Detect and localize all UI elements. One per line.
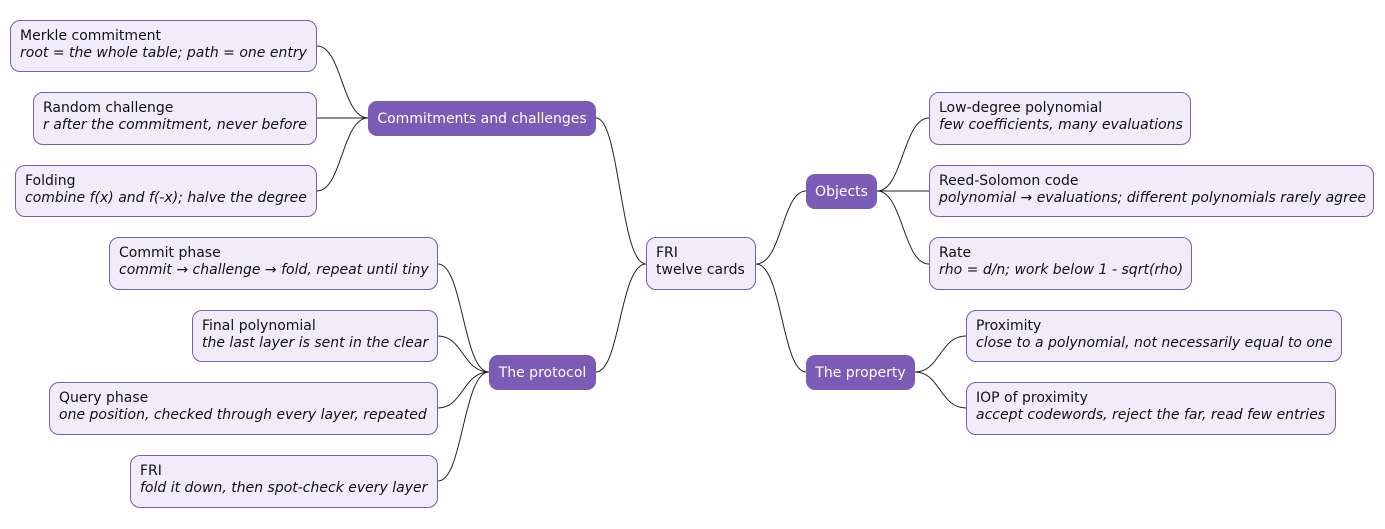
card-title: Merkle commitment xyxy=(20,28,162,44)
card-title: IOP of proximity xyxy=(976,390,1088,406)
link-protocol-query xyxy=(437,371,490,409)
link-root-protocol xyxy=(595,263,647,373)
card-rate: Rate rho = d/n; work below 1 - sqrt(rho) xyxy=(929,237,1192,290)
card-title: Commit phase xyxy=(119,245,221,261)
card-merkle-commitment: Merkle commitment root = the whole table… xyxy=(10,20,317,72)
link-property-proximity xyxy=(914,335,967,373)
link-protocol-fri xyxy=(437,371,490,482)
hub-the-property: The property xyxy=(806,355,915,390)
card-description: few coefficients, many evaluations xyxy=(939,116,1183,133)
card-description: fold it down, then spot-check every laye… xyxy=(140,479,428,496)
card-query-phase: Query phase one position, checked throug… xyxy=(49,382,438,435)
card-title: Query phase xyxy=(59,390,149,406)
link-protocol-commit xyxy=(437,263,490,373)
card-description: one position, checked through every laye… xyxy=(59,406,427,423)
card-description: polynomial → evaluations; different poly… xyxy=(939,189,1367,206)
link-commitments-merkle xyxy=(316,45,369,119)
hub-the-protocol: The protocol xyxy=(489,355,596,390)
link-root-commitments xyxy=(595,117,647,265)
card-title: Folding xyxy=(25,173,76,189)
card-proximity: Proximity close to a polynomial, not nec… xyxy=(966,310,1342,362)
link-objects-rate xyxy=(876,190,930,265)
card-low-degree-polynomial: Low-degree polynomial few coefficients, … xyxy=(929,92,1191,145)
link-protocol-final xyxy=(437,335,490,373)
card-description: combine f(x) and f(-x); halve the degree xyxy=(25,189,307,206)
card-title: Final polynomial xyxy=(202,318,316,334)
card-title: Random challenge xyxy=(43,100,174,116)
card-description: rho = d/n; work below 1 - sqrt(rho) xyxy=(939,261,1184,278)
card-final-polynomial: Final polynomial the last layer is sent … xyxy=(192,310,438,362)
card-description: r after the commitment, never before xyxy=(43,116,307,133)
hub-commitments-and-challenges: Commitments and challenges xyxy=(368,101,596,136)
link-root-property xyxy=(755,263,807,373)
root-card: FRI twelve cards xyxy=(646,237,756,290)
card-title: FRI xyxy=(140,463,162,479)
card-fri: FRI fold it down, then spot-check every … xyxy=(130,455,438,508)
link-commitments-folding xyxy=(316,117,369,192)
card-random-challenge: Random challenge r after the commitment,… xyxy=(33,92,317,145)
card-folding: Folding combine f(x) and f(-x); halve th… xyxy=(15,165,317,217)
card-title: Low-degree polynomial xyxy=(939,100,1103,116)
card-title: Proximity xyxy=(976,318,1042,334)
link-root-objects xyxy=(755,190,807,265)
card-description: the last layer is sent in the clear xyxy=(202,334,429,351)
link-objects-lowdegree xyxy=(876,117,930,192)
root-title: FRI xyxy=(656,245,678,261)
root-subtitle: twelve cards xyxy=(656,261,745,278)
card-description: root = the whole table; path = one entry xyxy=(20,44,307,61)
card-title: Reed-Solomon code xyxy=(939,173,1079,189)
link-property-iop xyxy=(914,371,967,409)
card-description: commit → challenge → fold, repeat until … xyxy=(119,261,429,278)
card-commit-phase: Commit phase commit → challenge → fold, … xyxy=(109,237,438,290)
card-description: accept codewords, reject the far, read f… xyxy=(976,406,1326,423)
hub-objects: Objects xyxy=(806,174,877,209)
card-iop-of-proximity: IOP of proximity accept codewords, rejec… xyxy=(966,382,1336,435)
card-description: close to a polynomial, not necessarily e… xyxy=(976,334,1333,351)
card-reed-solomon-code: Reed-Solomon code polynomial → evaluatio… xyxy=(929,165,1374,217)
card-title: Rate xyxy=(939,245,972,261)
